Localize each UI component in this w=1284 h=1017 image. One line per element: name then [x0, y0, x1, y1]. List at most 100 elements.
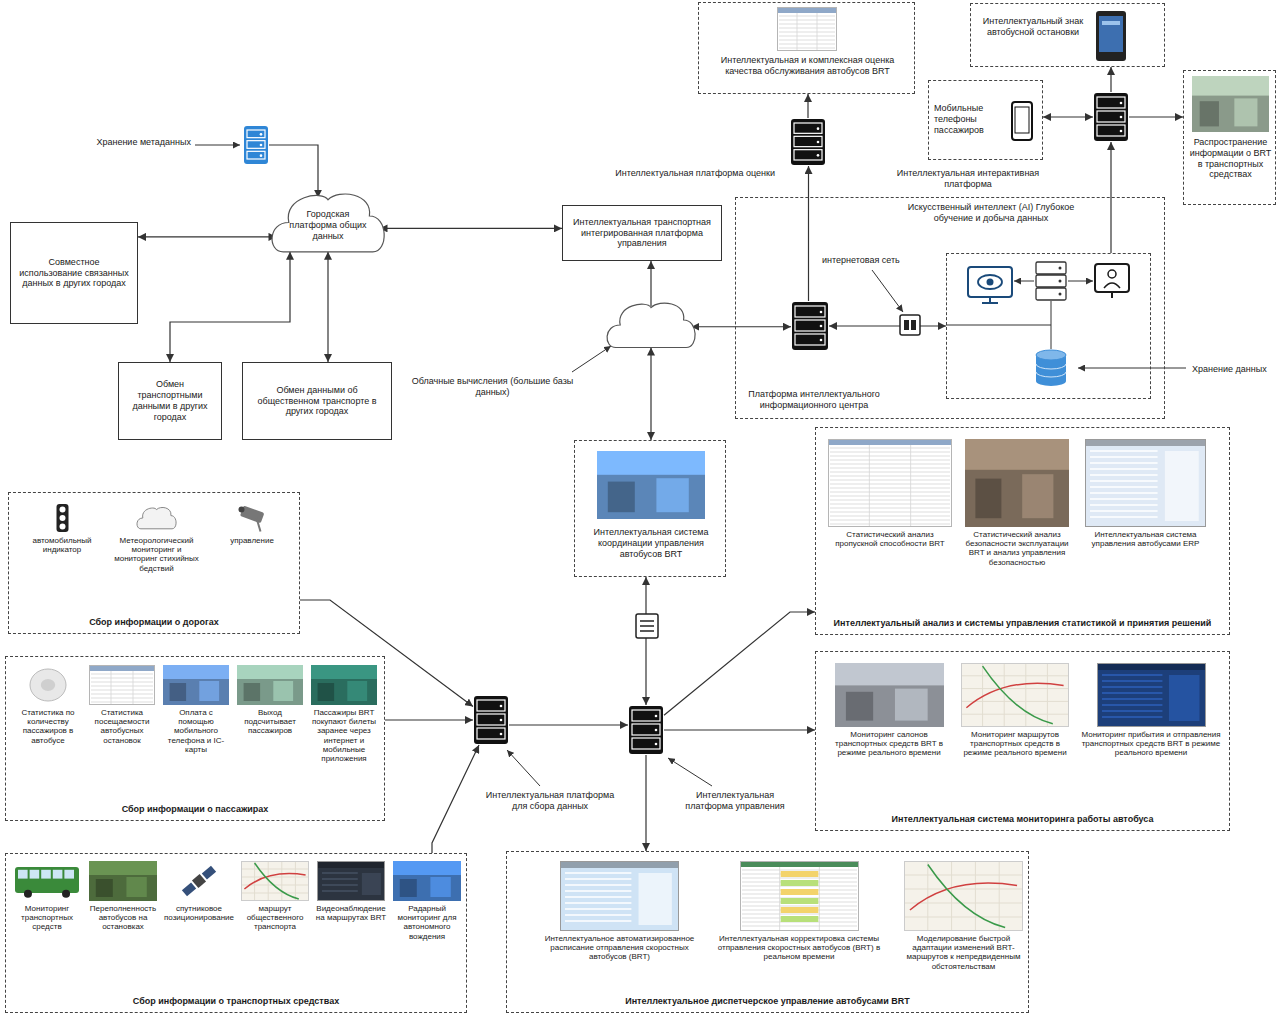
picture-part — [1090, 456, 1158, 458]
picture-part — [41, 679, 55, 691]
picture-part — [400, 879, 417, 897]
picture — [777, 7, 837, 51]
picture-part — [830, 504, 950, 505]
leader-line — [195, 145, 240, 146]
server-led — [1059, 267, 1062, 270]
picture — [835, 663, 944, 727]
picture-part — [91, 702, 153, 703]
node-text: Мониторинг транспортных средств — [11, 904, 83, 932]
picture-part — [1102, 680, 1162, 682]
node-text: Интеллектуальный знак автобусной останов… — [977, 16, 1089, 38]
group-caption: Сбор информации о пассажирах — [10, 804, 380, 815]
gateway-icon — [900, 315, 920, 335]
picture-part — [137, 507, 176, 528]
server-icon — [790, 118, 826, 166]
node-text: Интеллектуальная интерактивная платформа — [878, 168, 1058, 190]
node-text: управление — [213, 536, 291, 545]
picture-part — [163, 665, 229, 705]
picture-part — [59, 507, 65, 513]
group-caption: Интеллектуальное диспетчерское управлени… — [511, 996, 1024, 1007]
group-caption: Интеллектуальная система мониторинга раб… — [820, 814, 1225, 825]
picture-part — [779, 32, 835, 33]
picture-part — [242, 869, 308, 870]
storage-server-icon — [243, 125, 269, 165]
server-led — [260, 144, 263, 147]
picture-part — [778, 8, 837, 51]
picture-part — [90, 666, 154, 671]
cloud-outline — [272, 194, 384, 252]
picture-part — [830, 456, 950, 457]
picture-part — [780, 907, 818, 913]
node-text: Статистический анализ пропускной способн… — [826, 530, 954, 548]
picture-part — [779, 28, 835, 29]
connector — [380, 228, 562, 229]
connector — [645, 755, 646, 851]
picture — [1096, 11, 1126, 61]
image-box: Мобильные телефоны пассажиров — [928, 80, 1043, 160]
picture-part — [565, 902, 631, 904]
picture — [37, 503, 88, 533]
picture-part — [15, 867, 79, 893]
person-icon — [1108, 270, 1116, 278]
picture-part — [905, 862, 1023, 931]
server-slot — [247, 151, 265, 159]
gateway-port — [904, 320, 909, 330]
node-text: Распространение информации о BRT в транс… — [1187, 137, 1274, 180]
cloud-node: Облачные вычисления (большие базы данных… — [607, 300, 695, 350]
picture-part — [1102, 686, 1162, 688]
picture-part — [322, 890, 358, 892]
server-slot — [247, 130, 265, 138]
picture-part — [89, 861, 157, 901]
eye-pupil — [987, 279, 994, 286]
connector-group — [138, 67, 1183, 853]
picture-part — [1090, 462, 1158, 464]
server-led — [655, 715, 658, 718]
picture-part — [597, 451, 705, 475]
cloud-shape — [607, 300, 695, 350]
picture — [828, 439, 952, 527]
picture-part — [170, 683, 187, 701]
picture — [965, 439, 1069, 527]
item-card: спутниковое позиционирование — [163, 861, 235, 922]
item-card: Оплата с помощью мобильного телефона и I… — [161, 665, 231, 754]
item-card: Интеллектуальная корректировка системы о… — [713, 861, 885, 962]
picture-part — [1192, 76, 1269, 96]
item-card: автомобильный индикатор — [23, 503, 101, 554]
node-text: Интеллектуальная платформа управления — [675, 790, 795, 812]
item-card: Интеллектуальное автоматизированное расп… — [537, 861, 702, 962]
server-body — [474, 696, 508, 744]
picture — [393, 861, 461, 901]
server-led — [817, 141, 820, 144]
picture-part — [951, 862, 952, 930]
monitor-icon — [1095, 264, 1129, 292]
picture — [1097, 663, 1206, 727]
server-rack — [1036, 262, 1066, 274]
connector — [808, 166, 809, 301]
picture-part — [182, 882, 196, 896]
server-led — [260, 154, 263, 157]
region-box: Искусственный интеллект (AI) Глубокое об… — [735, 197, 1165, 419]
picture-part — [830, 452, 950, 453]
picture-part — [1047, 664, 1048, 726]
picture-part — [1200, 101, 1219, 126]
leader-line — [872, 270, 903, 312]
picture-part — [1090, 498, 1158, 500]
connector — [432, 745, 479, 853]
picture-part — [41, 870, 51, 879]
item-card: Мониторинг прибытия и отправления трансп… — [1081, 663, 1221, 758]
picture-part — [1012, 102, 1032, 140]
picture-part — [255, 863, 299, 899]
picture-part — [780, 889, 818, 895]
leader-line — [1078, 368, 1186, 369]
picture-part — [163, 665, 229, 679]
picture-part — [242, 862, 309, 901]
picture-part — [347, 681, 367, 701]
picture-part — [830, 496, 950, 497]
node-text: Мониторинг маршрутов транспортных средст… — [959, 730, 1071, 758]
picture-part — [1015, 107, 1029, 133]
node-text: Переполненность автобусов на остановках — [87, 904, 159, 932]
connector — [650, 261, 651, 306]
label-text: интернетовая сеть — [822, 255, 932, 266]
process-box: Обмен транспортными данными в других гор… — [118, 362, 222, 440]
picture — [241, 861, 309, 901]
